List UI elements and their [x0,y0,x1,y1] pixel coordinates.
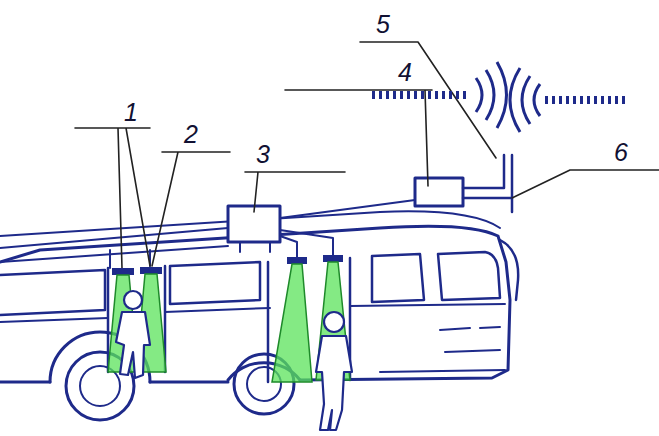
callout-number: 1 [124,100,138,125]
callout-number: 6 [614,140,628,165]
callout-number: 4 [398,60,412,85]
callout-number: 2 [184,122,198,147]
callout-number: 3 [256,142,270,167]
callout-number: 5 [376,12,390,37]
